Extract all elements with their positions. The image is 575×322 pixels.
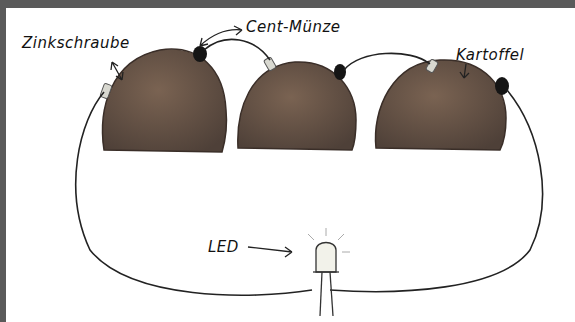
wire (330, 90, 542, 292)
potato (376, 60, 506, 150)
pointer-arrow (248, 247, 292, 257)
zinc-screw (426, 59, 439, 73)
wire (344, 53, 430, 70)
pointer-arrow (200, 26, 242, 46)
potato (103, 49, 227, 152)
wire (204, 39, 270, 60)
part-label: Cent-Münze (246, 18, 341, 36)
pointer-arrow (111, 62, 123, 80)
pointer-arrow (460, 64, 469, 78)
zinc-screw (100, 83, 112, 99)
cent-coin (495, 77, 509, 95)
part-label: Kartoffel (456, 46, 524, 64)
cent-coin (334, 64, 346, 80)
wire (76, 92, 312, 295)
potato (238, 62, 356, 150)
part-label: LED (208, 238, 239, 256)
led-symbol (308, 228, 350, 316)
part-label: Zinkschraube (22, 34, 130, 52)
